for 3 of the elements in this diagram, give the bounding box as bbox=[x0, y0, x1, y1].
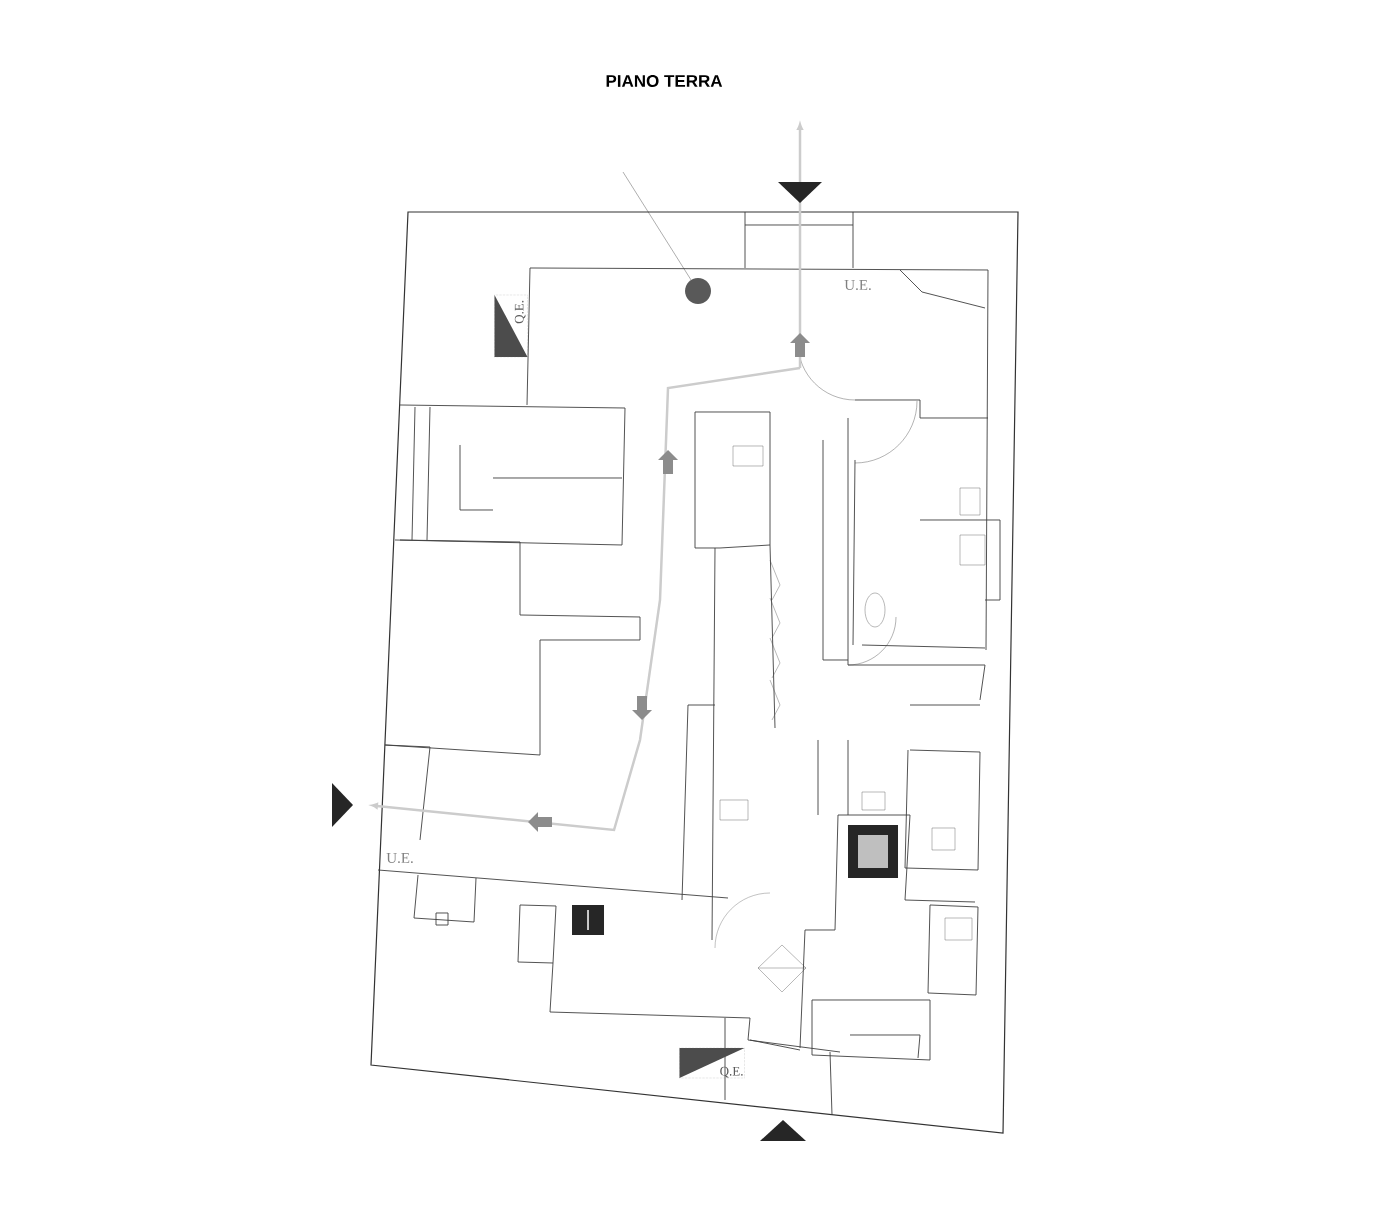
title: PIANO TERRA bbox=[606, 75, 723, 87]
exit-label: U.E. bbox=[844, 280, 871, 290]
exit-label: U.E. bbox=[386, 853, 413, 863]
